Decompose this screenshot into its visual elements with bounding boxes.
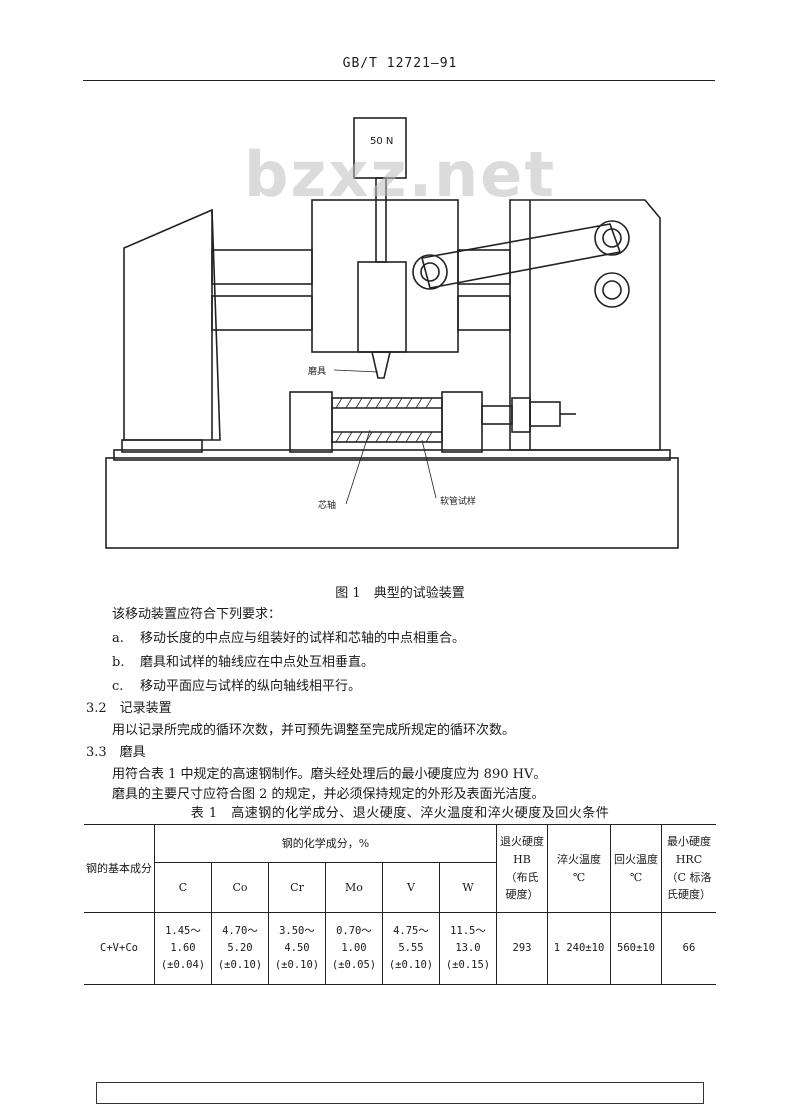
header-line: ℃ [572, 870, 586, 884]
list-marker: b. [112, 655, 125, 670]
section-3-2-heading: 3.2 记录装置 [86, 701, 172, 716]
bottom-frame [96, 1082, 704, 1104]
col-chem-header: 钢的化学成分，% [154, 824, 497, 863]
tool-label: 磨具 [308, 366, 326, 377]
header-line: 淬火温度 [557, 852, 601, 866]
chem-cell: 4.75～5.55(±0.10) [382, 912, 440, 985]
element-header: Co [211, 862, 269, 913]
header-line: （C 标洛 [666, 870, 712, 884]
header-line: （布氏 [505, 870, 539, 884]
element-header: Mo [325, 862, 383, 913]
left-support [123, 208, 221, 441]
temper-cell: 560±10 [610, 912, 662, 985]
minhard-cell: 66 [661, 912, 716, 985]
section-3-3-body-1: 用符合表 1 中规定的高速钢制作。磨头经处理后的最小硬度应为 890 HV。 [112, 767, 547, 782]
steel-cell: C+V+Co [84, 912, 155, 985]
list-item: c. 移动平面应与试样的纵向轴线相平行。 [112, 675, 361, 694]
chem-cell: 3.50～4.50(±0.10) [268, 912, 326, 985]
header-rule [83, 80, 715, 81]
col-steel-header: 钢的基本成分 [84, 824, 155, 913]
element-header: V [382, 862, 440, 913]
header-line: ℃ [629, 870, 643, 884]
header-line: HB [513, 852, 531, 866]
list-text: 移动平面应与试样的纵向轴线相平行。 [140, 679, 362, 694]
tool-holder [357, 261, 407, 353]
list-item: b. 磨具和试样的轴线应在中点处互相垂直。 [112, 651, 374, 670]
list-marker: c. [112, 679, 124, 694]
table-title: 表 1 高速钢的化学成分、退火硬度、淬火温度和淬火硬度及回火条件 [190, 806, 610, 821]
col-quench-header: 淬火温度 ℃ [547, 824, 611, 913]
load-label: 50 N [370, 136, 393, 147]
moving-carriage [311, 199, 459, 353]
col-anneal-header: 退火硬度 HB （布氏 硬度） [496, 824, 548, 913]
mandrel-label: 芯轴 [318, 499, 336, 511]
section-3-2-body: 用以记录所完成的循环次数，并可预先调整至完成所规定的循环次数。 [112, 723, 516, 738]
crank-arm [421, 223, 622, 289]
machine-base [105, 457, 679, 549]
list-text: 磨具和试样的轴线应在中点处互相垂直。 [140, 655, 375, 670]
col-minhard-header: 最小硬度 HRC （C 标洛 氏硬度） [661, 824, 716, 913]
right-frame [509, 199, 661, 451]
element-header: C [154, 862, 212, 913]
list-marker: a. [112, 631, 124, 646]
section-3-3-body-2: 磨具的主要尺寸应符合图 2 的规定，并必须保持规定的外形及表面光洁度。 [112, 787, 545, 802]
list-item: a. 移动长度的中点应与组装好的试样和芯轴的中点相重合。 [112, 627, 465, 646]
list-text: 移动长度的中点应与组装好的试样和芯轴的中点相重合。 [140, 631, 466, 646]
chem-cell: 0.70～1.00(±0.05) [325, 912, 383, 985]
section-3-3-heading: 3.3 磨具 [86, 745, 146, 760]
header-line: 氏硬度） [667, 888, 711, 902]
element-header: W [439, 862, 497, 913]
table-row: C+V+Co 1.45～1.60(±0.04) 4.70～5.20(±0.10)… [84, 912, 716, 985]
steel-properties-table: 钢的基本成分 钢的化学成分，% 退火硬度 HB （布氏 硬度） 淬火温度 ℃ 回… [84, 824, 716, 985]
chem-cell: 11.5～13.0(±0.15) [439, 912, 497, 985]
chem-cell: 1.45～1.60(±0.04) [154, 912, 212, 985]
header-line: 回火温度 [614, 852, 658, 866]
standard-code-header: GB/T 12721—91 [342, 56, 458, 71]
intro-text: 该移动装置应符合下列要求： [112, 607, 282, 622]
anneal-cell: 293 [496, 912, 548, 985]
table-header-row: 钢的基本成分 钢的化学成分，% 退火硬度 HB （布氏 硬度） 淬火温度 ℃ 回… [84, 824, 716, 913]
test-apparatus-figure: 50 N 磨具 芯轴 软管试样 [105, 117, 679, 549]
figure-caption: 图 1 典型的试验装置 [335, 586, 465, 601]
header-line: HRC [675, 852, 703, 866]
load-weight [353, 117, 407, 179]
specimen-label: 软管试样 [440, 495, 476, 507]
chem-cell: 4.70～5.20(±0.10) [211, 912, 269, 985]
abrasive-tool [370, 351, 392, 379]
quench-cell: 1 240±10 [547, 912, 611, 985]
element-header: Cr [268, 862, 326, 913]
header-line: 最小硬度 [667, 835, 711, 849]
header-line: 硬度） [505, 888, 539, 902]
col-temper-header: 回火温度 ℃ [610, 824, 662, 913]
hose-specimen [331, 397, 443, 443]
header-line: 退火硬度 [500, 835, 544, 849]
